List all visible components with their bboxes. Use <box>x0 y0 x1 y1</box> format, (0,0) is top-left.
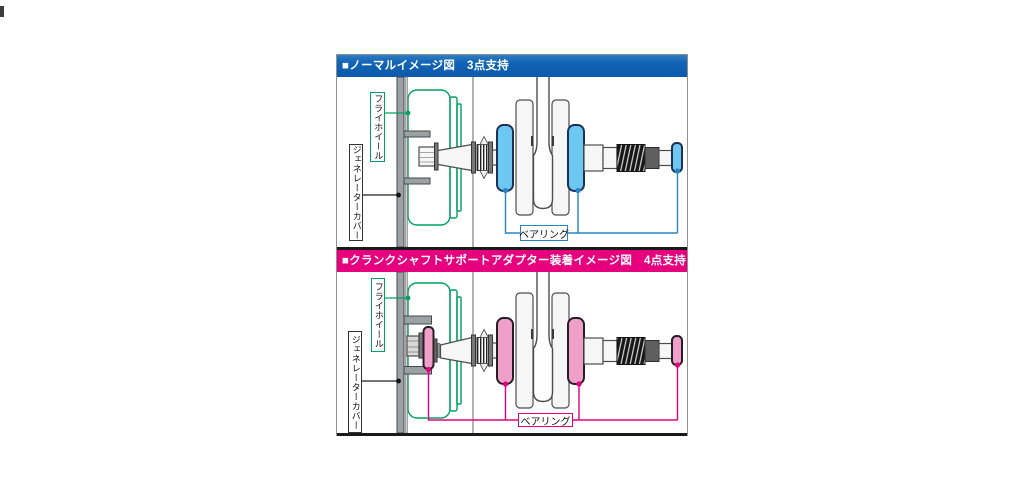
panel-separator <box>337 247 687 250</box>
generator-cover-wall <box>396 77 431 247</box>
panel2-bearing-label: ベアリング <box>518 413 573 428</box>
bearing-adapter <box>422 326 435 370</box>
crankshaft-left-end <box>418 135 499 180</box>
output-shaft <box>583 144 673 172</box>
support-adapter-left-end <box>406 326 499 373</box>
label-pointer-lines <box>363 110 411 198</box>
panel1-title: ■ノーマルイメージ図 3点支持 <box>342 60 510 72</box>
panel2-flywheel-label: フライホイール <box>371 278 385 352</box>
bearing-shaft-end <box>671 335 683 366</box>
panel1-crankshaft-diagram <box>363 77 683 247</box>
crank-webs-and-rod <box>515 77 570 216</box>
bearing-callout-lines <box>425 362 681 421</box>
bearing-right-main <box>567 317 585 385</box>
connecting-rod <box>532 272 554 403</box>
panel1-header: ■ノーマルイメージ図 3点支持 <box>337 55 687 77</box>
bearing-left-main <box>496 317 514 385</box>
label-pointer-lines <box>362 295 411 384</box>
crank-webs-and-rod <box>515 272 570 409</box>
panel1-bearing-label: ベアリング <box>519 225 569 241</box>
panel2-header: ■クランクシャフトサポートアダプター装着イメージ図 4点支持 <box>337 250 687 272</box>
panel2-generator-cover-label: ジェネレーターカバー <box>348 331 362 433</box>
bearing-right-main <box>567 124 585 192</box>
panel1-flywheel-label: フライホイール <box>370 92 385 162</box>
bearing-callout-lines <box>502 168 681 234</box>
panel2-title: ■クランクシャフトサポートアダプター装着イメージ図 4点支持 <box>342 255 687 267</box>
diagram-box-bottom-border <box>337 433 687 436</box>
bearing-shaft-end <box>671 142 683 173</box>
edge-artifact <box>0 6 4 17</box>
connecting-rod <box>532 77 554 210</box>
panel1-generator-cover-label: ジェネレーターカバー <box>349 144 363 241</box>
output-shaft <box>583 337 673 365</box>
panel2-crankshaft-diagram <box>362 272 683 433</box>
bearing-left-main <box>496 124 514 192</box>
